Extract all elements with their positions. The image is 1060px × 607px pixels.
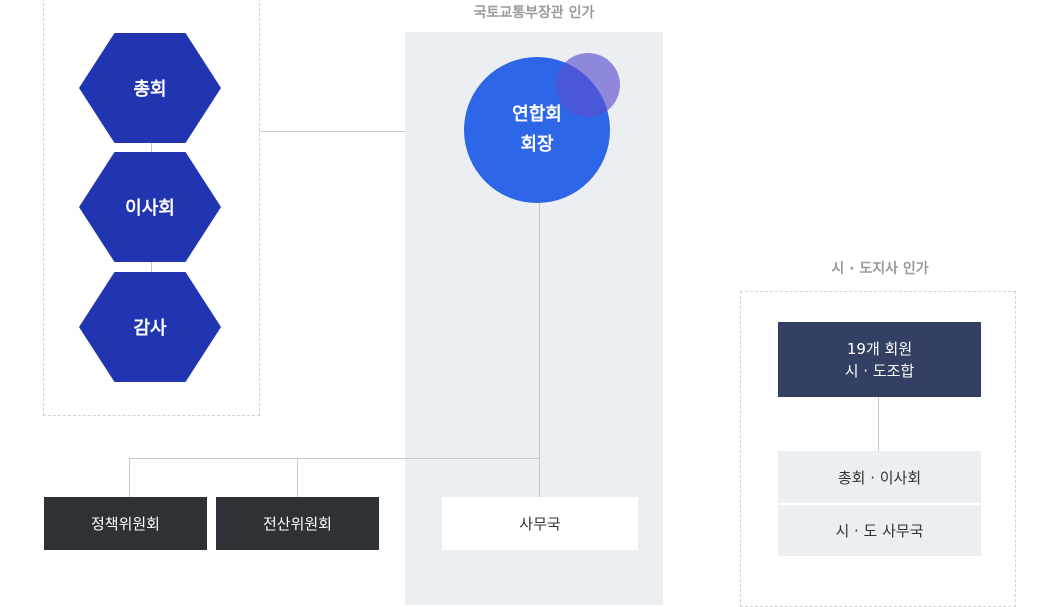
accent-circle: [556, 53, 620, 117]
members-label-2: 시 · 도조합: [844, 361, 915, 380]
governance-group-box: [43, 0, 260, 416]
ministry-approval-title: 국토교통부장관 인가: [473, 5, 595, 21]
regional-office-box: 시 · 도 사무국: [778, 505, 981, 556]
connector: [129, 458, 540, 459]
governor-approval-title: 시 · 도지사 인가: [831, 261, 929, 277]
secretariat-box: 사무국: [442, 497, 638, 550]
connector: [129, 458, 130, 497]
member-associations-box: 19개 회원 시 · 도조합: [778, 322, 981, 397]
circle-label-1: 연합회: [512, 104, 562, 125]
circle-label-2: 회장: [520, 134, 554, 155]
committee-policy: 정책위원회: [44, 497, 207, 550]
committee-it: 전산위원회: [216, 497, 379, 550]
regional-assembly-box: 총회 · 이사회: [778, 451, 981, 503]
connector: [878, 397, 879, 451]
hex-audit: 감사: [79, 272, 221, 382]
connector: [297, 458, 298, 497]
connector: [260, 131, 465, 132]
chairman-circle: 연합회 회장: [464, 57, 610, 203]
members-label-1: 19개 회원: [846, 339, 913, 358]
connector: [539, 200, 540, 497]
